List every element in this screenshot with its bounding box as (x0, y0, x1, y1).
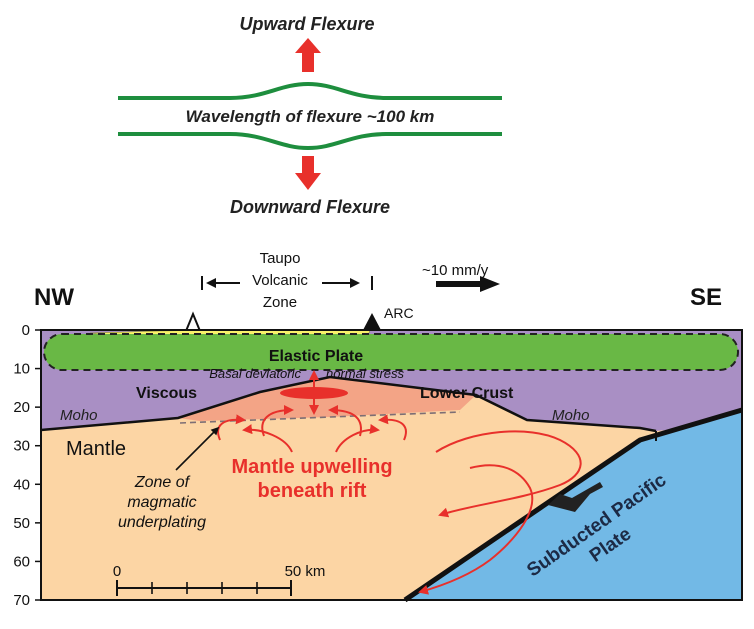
depth-tick-label: 70 (13, 592, 30, 609)
depth-tick-label: 60 (13, 553, 30, 570)
basal-stress-label-left: Basal deviatoric (209, 366, 301, 381)
upper-flexure-line (118, 81, 502, 100)
depth-tick-label: 40 (13, 476, 30, 493)
upwelling-label-line1: Mantle upwelling (231, 456, 392, 478)
moho-line (40, 375, 657, 433)
volcano-open-icon (184, 311, 202, 332)
depth-tick-label: 20 (13, 399, 30, 416)
nw-label: NW (34, 284, 74, 311)
slab-motion-arrow-icon (548, 482, 603, 512)
upwelling-arrow (242, 424, 293, 453)
scale-distance-label: 50 km (285, 563, 326, 580)
underplating-zone (178, 377, 476, 421)
depth-tick-label: 0 (22, 322, 30, 339)
basal-stress-label-right: normal stress (326, 366, 405, 381)
depth-tick-label: 10 (13, 361, 30, 378)
zone-label-line1: Zone of (134, 474, 191, 491)
depth-axis: 0 10 20 30 40 50 60 70 (13, 322, 41, 609)
arc-label: ARC (384, 305, 414, 321)
zone-label-line2: magmatic (127, 494, 196, 511)
viscous-label: Viscous (136, 385, 197, 402)
wavelength-label: Wavelength of flexure ~100 km (186, 107, 435, 126)
upward-flexure-label: Upward Flexure (239, 14, 374, 34)
taupo-label-line2: Volcanic (252, 272, 308, 289)
downward-flexure-label: Downward Flexure (230, 197, 390, 217)
downward-arrow-icon (295, 156, 321, 190)
se-label: SE (690, 284, 722, 311)
scale-bar: 0 50 km (113, 563, 326, 596)
elastic-plate (43, 333, 739, 371)
zone-label-line3: underplating (118, 514, 206, 531)
upward-arrow-icon (295, 38, 321, 72)
lower-flexure-line (118, 132, 502, 151)
zone-pointer-arrow (175, 426, 220, 471)
upwelling-arrow (418, 464, 534, 595)
mantle-label: Mantle (66, 438, 126, 460)
elastic-plate-label: Elastic Plate (269, 348, 363, 365)
scale-zero-label: 0 (113, 563, 121, 580)
flexure-schematic: Upward Flexure Wavelength of flexure ~10… (118, 14, 502, 217)
upwelling-arrow (335, 424, 380, 453)
depth-tick-label: 50 (13, 515, 30, 532)
taupo-label-line3: Zone (263, 294, 297, 311)
upwelling-arrows (217, 405, 582, 595)
arc-volcano-icon (362, 313, 382, 332)
section-frame (40, 329, 743, 601)
upwelling-arrow (435, 430, 582, 518)
stress-ellipse (280, 387, 348, 399)
cross-section: Elastic Plate Basal deviatoric normal st… (40, 329, 743, 603)
moho-left-label: Moho (60, 407, 98, 424)
upwelling-label-line2: beneath rift (258, 480, 367, 502)
upwelling-arrow (217, 414, 246, 441)
lower-crust-label: Lower Crust (420, 385, 514, 402)
pacific-plate-top-line (403, 407, 743, 603)
depth-tick-label: 30 (13, 438, 30, 455)
section-header: NW SE Taupo Volcanic Zone ~10 mm/y ARC (34, 250, 722, 332)
upwelling-arrow (378, 414, 407, 441)
rate-label: ~10 mm/y (422, 262, 489, 279)
rate-arrow-icon (436, 276, 500, 292)
moho-right-label: Moho (552, 407, 590, 424)
taupo-label-line1: Taupo (260, 250, 301, 267)
